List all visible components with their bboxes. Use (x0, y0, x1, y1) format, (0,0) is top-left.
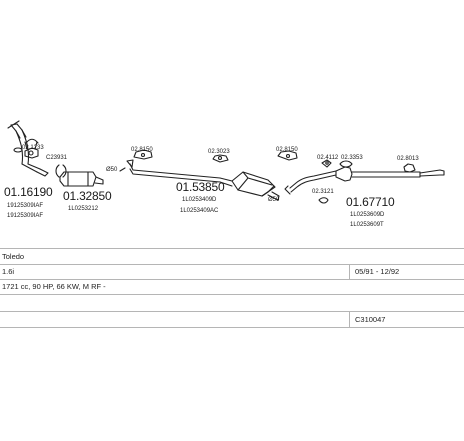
part-code-front-pipe: 01.16190 (4, 185, 53, 199)
table-divider-2 (349, 311, 350, 327)
central-silencer-part (231, 171, 280, 201)
engine-size: 1.6i (2, 267, 15, 276)
oe-ref-catalyst: 1L0253212 (68, 206, 99, 212)
hanger-part-2 (212, 154, 229, 163)
accessory-code-hanger-1: 02.8150 (131, 147, 153, 153)
rear-pipe-part (284, 170, 337, 195)
mid-pipe-part (119, 159, 233, 187)
accessory-code-hanger-3: 02.8150 (276, 147, 298, 153)
accessory-code-hanger-5: 02.3353 (341, 155, 363, 161)
oe-ref-front-2: 19125309IAF (7, 213, 44, 219)
accessory-code-gasket: 02.1233 (22, 145, 44, 151)
hanger-part-6 (403, 163, 416, 173)
table-rule-5 (0, 311, 464, 312)
oe-ref-front-1: 19125309IAF (7, 203, 44, 209)
table-rule-3 (0, 279, 464, 280)
oe-ref-central-1: 1L0253409D (182, 197, 217, 203)
rear-silencer-part (335, 166, 445, 182)
production-dates: 05/91 - 12/92 (355, 267, 400, 276)
clamp-part (55, 164, 67, 178)
accessory-code-hanger-2: 02.3023 (208, 149, 230, 155)
part-code-rear-silencer: 01.67710 (346, 195, 395, 209)
pipe-size-label-1: Ø50 (106, 167, 118, 173)
hanger-part-1 (133, 149, 153, 160)
vehicle-model: Toledo (2, 252, 25, 261)
front-downpipe-part (7, 120, 49, 177)
hanger-part-3 (277, 150, 298, 161)
front-gasket-part (24, 138, 39, 159)
hanger-part-4 (321, 159, 332, 168)
hanger-part-5 (339, 160, 353, 168)
oe-ref-central-2: 1L0253409AC (180, 208, 219, 214)
hanger-part-7 (318, 197, 329, 204)
oe-ref-rear-1: 1L0253609D (350, 212, 385, 218)
table-rule-1 (0, 248, 464, 249)
accessory-code-hanger-6: 02.8013 (397, 156, 419, 162)
engine-spec: 1721 cc, 90 HP, 66 KW, M RF - (2, 282, 106, 291)
table-divider-1 (349, 264, 350, 279)
oe-ref-rear-2: 1L0253609T (350, 222, 384, 228)
accessory-code-clamp: C23931 (46, 155, 68, 161)
part-code-catalyst: 01.32850 (63, 189, 112, 203)
exhaust-parts-diagram (7, 120, 445, 204)
accessory-code-hanger-4: 02.4112 (317, 155, 339, 161)
catalytic-converter-part (59, 171, 104, 187)
table-rule-4 (0, 294, 464, 295)
table-rule-2 (0, 264, 464, 265)
kit-reference-code: C310047 (355, 315, 386, 324)
table-rule-6 (0, 327, 464, 328)
part-code-central-silencer: 01.53850 (176, 180, 225, 194)
pipe-size-label-2: Ø50 (268, 197, 280, 203)
accessory-code-hanger-7: 02.3121 (312, 189, 334, 195)
